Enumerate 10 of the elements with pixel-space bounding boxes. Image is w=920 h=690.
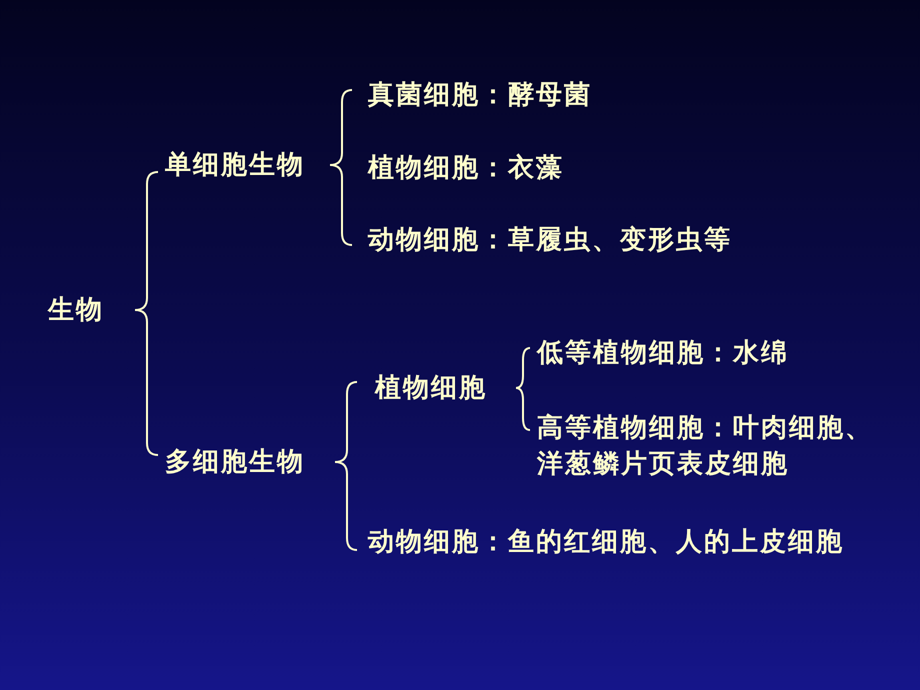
tree-label: 低等植物细胞：水绵 xyxy=(537,337,789,370)
tree-label: 动物细胞：鱼的红细胞、人的上皮细胞 xyxy=(368,526,844,559)
tree-label: 生物 xyxy=(48,294,104,327)
tree-label: 动物细胞：草履虫、变形虫等 xyxy=(368,224,732,257)
tree-label: 真菌细胞：酵母菌 xyxy=(368,79,592,112)
tree-label: 多细胞生物 xyxy=(165,446,305,479)
tree-label: 高等植物细胞：叶肉细胞、洋葱鳞片页表皮细胞 xyxy=(537,412,874,481)
tree-label: 植物细胞 xyxy=(375,372,487,405)
tree-label: 单细胞生物 xyxy=(165,149,305,182)
tree-label: 植物细胞：衣藻 xyxy=(368,152,564,185)
